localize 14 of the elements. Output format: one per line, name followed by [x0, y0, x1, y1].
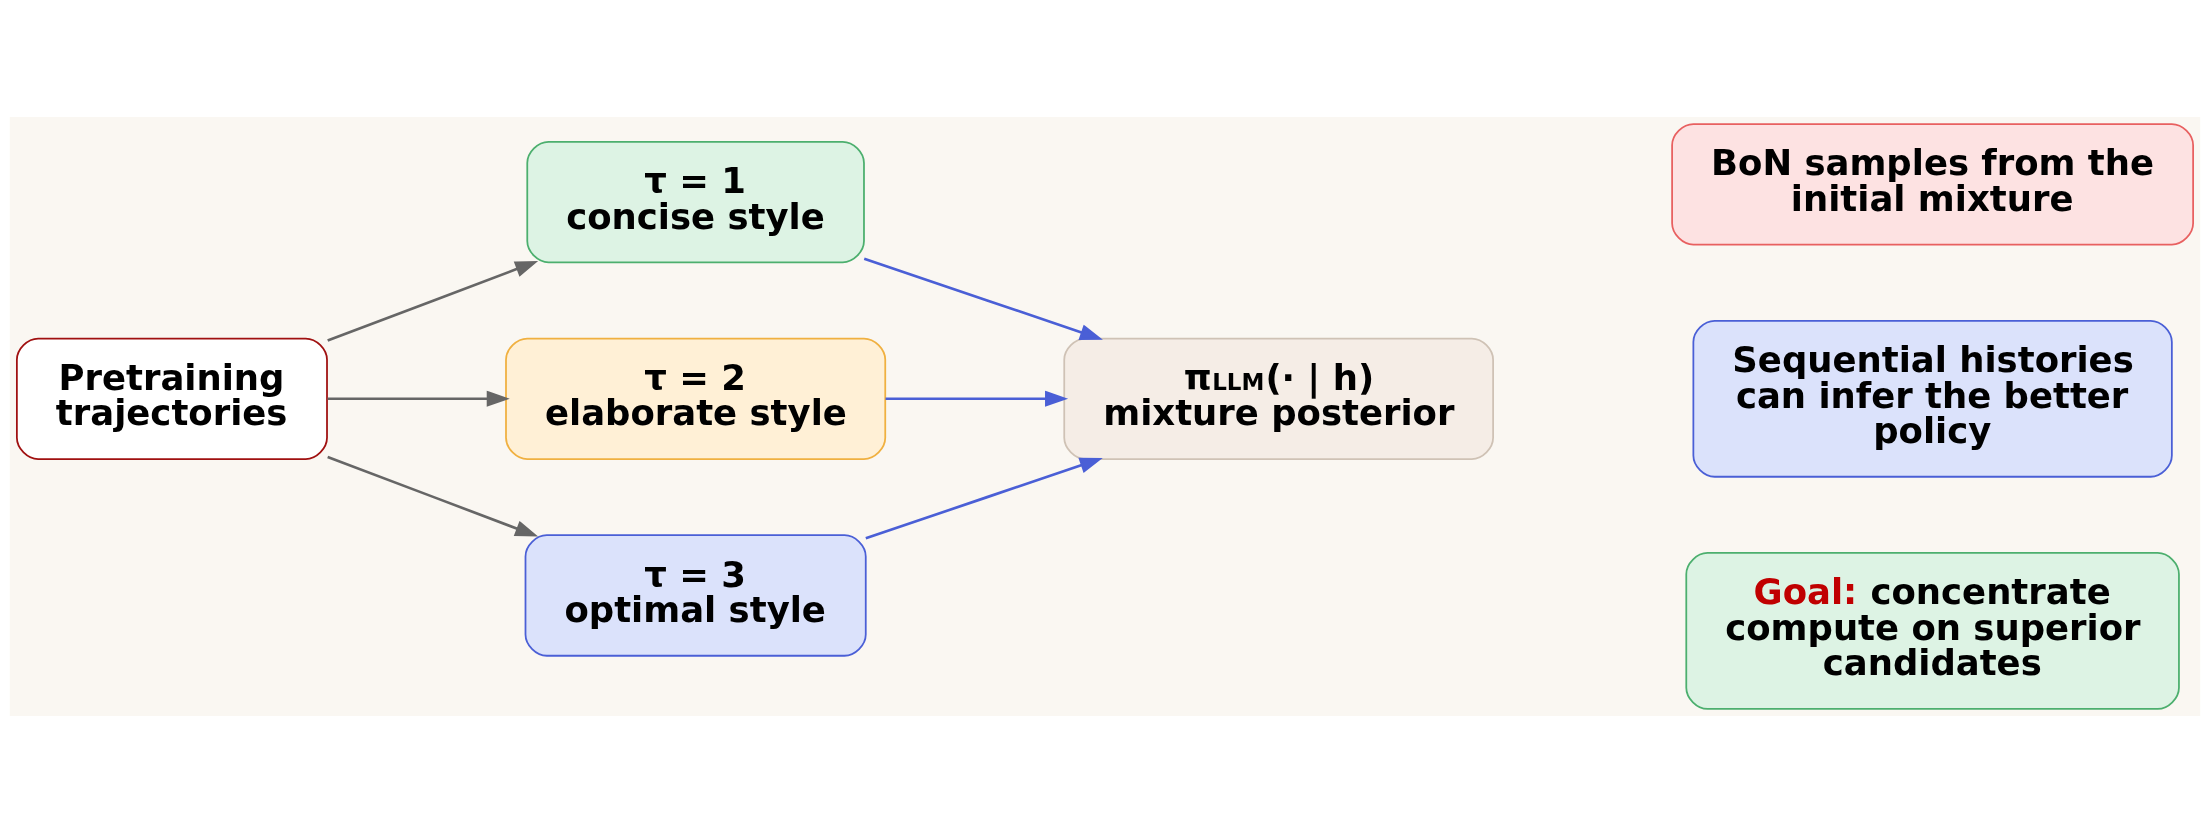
node-box: πLLM(· | h) mixture posterior	[1063, 337, 1494, 460]
arrow	[327, 390, 510, 407]
arrow	[863, 256, 1103, 340]
arrow	[885, 390, 1069, 407]
arrow	[327, 455, 539, 537]
node-box: τ = 3 optimal style	[524, 533, 867, 657]
node-box: τ = 2 elaborate style	[505, 337, 887, 460]
node-box: Pretraining trajectories	[16, 337, 328, 460]
arrow	[327, 260, 539, 342]
node-box: BoN samples from the initial mixture	[1671, 122, 2194, 245]
node-box: Goal: concentrate compute on superior candidates	[1685, 551, 2180, 710]
arrow	[865, 457, 1103, 540]
node-box: Sequential histories can infer the better policy	[1692, 319, 2173, 478]
node-box: τ = 1 concise style	[526, 140, 865, 263]
